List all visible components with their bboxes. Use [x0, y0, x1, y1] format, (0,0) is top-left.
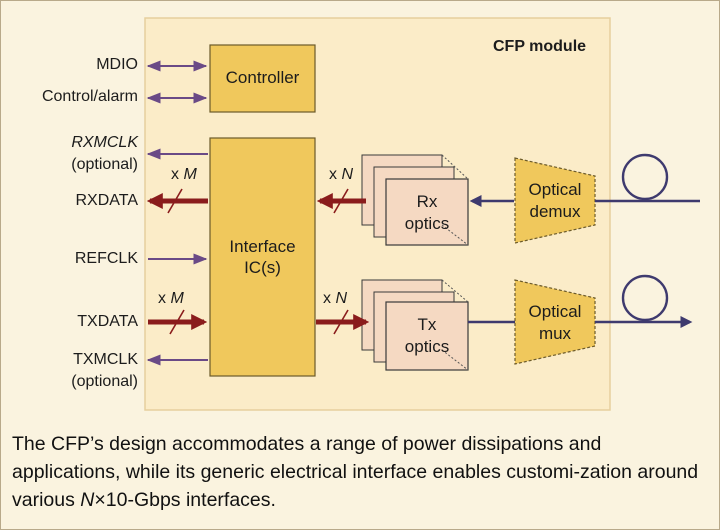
rx-optics-stack — [361, 154, 469, 246]
rx-optics-label-line2: optics — [404, 214, 450, 233]
rx-n-bus-slash — [333, 188, 349, 214]
rx-fiber-loop — [595, 153, 700, 203]
rx-optics-label-line1: Rx — [416, 192, 438, 211]
controller-block — [209, 44, 316, 113]
tx-n-bus-slash — [333, 309, 349, 335]
control-alarm-label: Control/alarm — [41, 88, 138, 105]
rxdata-label: RXDATA — [75, 192, 138, 209]
rx-n-width-label: x N — [329, 166, 354, 183]
cfp-block-diagram — [144, 17, 700, 411]
txdata-width-label: x M — [158, 290, 184, 307]
figure-caption: The CFP’s design accommodates a range of… — [12, 433, 699, 511]
optical-demux-label-line2: demux — [529, 202, 581, 221]
optical-mux-label-line1: Optical — [528, 302, 582, 321]
rxdata-bus-slash — [167, 188, 183, 214]
tx-optics-label-line2: optics — [404, 337, 450, 356]
tx-optics-stack — [361, 279, 469, 371]
interface-ic-label-line2: IC(s) — [244, 258, 281, 277]
optical-demux-label-line1: Optical — [528, 180, 582, 199]
tx-optics-label-line1: Tx — [417, 315, 437, 334]
rxdata-width-label: x M — [171, 166, 197, 183]
interface-ic-block — [209, 137, 316, 377]
txmclk-optional-note: (optional) — [71, 373, 138, 390]
optical-mux-label-line2: mux — [538, 324, 572, 343]
interface-ic-label-line1: Interface — [229, 237, 296, 256]
rxmclk-optional-note: (optional) — [71, 156, 138, 173]
txdata-bus-slash — [169, 309, 185, 335]
module-title: CFP module — [493, 38, 587, 55]
optical-mux-block — [514, 279, 596, 365]
optical-demux-block — [514, 157, 596, 244]
mdio-label: MDIO — [96, 56, 138, 73]
tx-n-width-label: x N — [323, 290, 348, 307]
txmclk-label: TXMCLK — [73, 351, 138, 368]
controller-label: Controller — [225, 68, 300, 87]
tx-fiber-loop — [595, 274, 693, 328]
rxmclk-label: RXMCLK — [71, 134, 138, 151]
txdata-label: TXDATA — [77, 313, 138, 330]
refclk-label: REFCLK — [74, 250, 138, 267]
